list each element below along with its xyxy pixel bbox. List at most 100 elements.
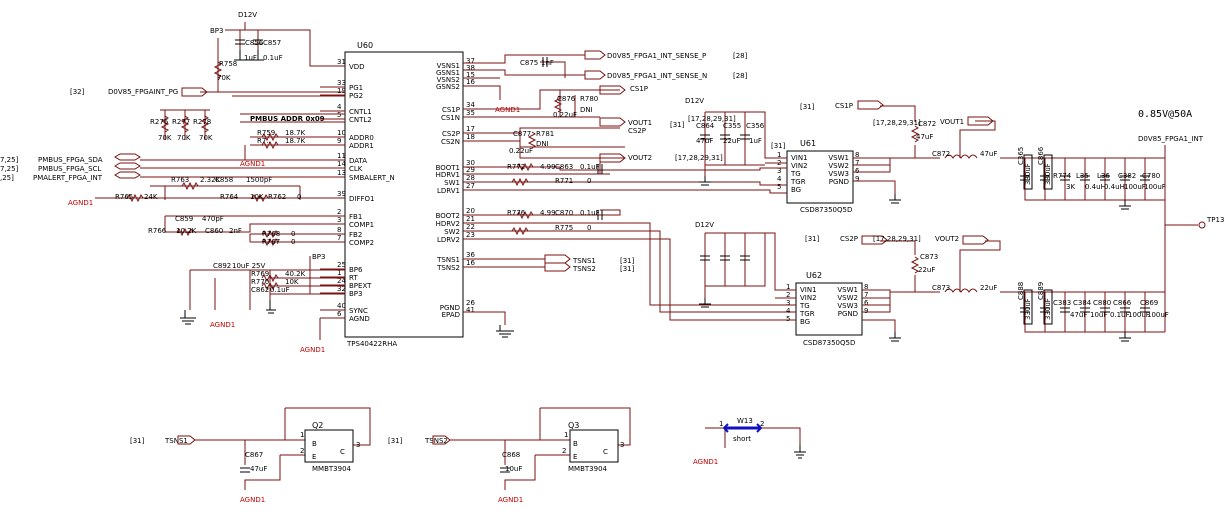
capacitor-symbol	[542, 57, 548, 67]
net-vout2: VOUT2	[628, 154, 652, 162]
q3-c: C	[603, 448, 608, 456]
bulk-capacitor-outline	[1043, 289, 1053, 325]
component-value: 2.32K	[200, 176, 221, 184]
component-value: DNI	[580, 106, 593, 114]
d12v-top-label: D12V	[238, 11, 257, 19]
u60-pin-number: 39	[337, 190, 346, 198]
q2-e: E	[312, 453, 316, 461]
resistor-symbol	[181, 181, 199, 191]
component-value: 10.2K	[176, 227, 197, 235]
component-value: DNI	[536, 140, 549, 148]
u60-pin-name: DATA	[349, 157, 367, 165]
component-value: 1500pF	[246, 176, 272, 184]
ic-u60-body	[344, 51, 464, 338]
ref-pg: [32]	[70, 88, 85, 96]
jumper-w13: W13 short 1 2	[719, 417, 764, 443]
q3-e: E	[573, 453, 577, 461]
ref-tsns2: [31]	[620, 265, 635, 273]
bulk-capacitor-value: 330uF	[1044, 298, 1052, 320]
gnd-u62	[889, 332, 901, 342]
u60-pin-number: 38	[466, 64, 475, 72]
wire-q3-collector	[539, 407, 631, 446]
component-value: 0.1uF	[580, 209, 600, 217]
component-value: 2nF	[229, 227, 242, 235]
vout2-flag	[599, 153, 626, 163]
mos-pin-name: VSW1	[828, 154, 849, 162]
tsns2-flag-q3	[432, 435, 451, 445]
wire-sw1	[463, 181, 787, 186]
wire-cs1p	[463, 89, 620, 110]
ref-tsns1: [31]	[620, 257, 635, 265]
inductors: C872 47uF C873 22uF	[932, 150, 997, 293]
gnd-w13	[794, 445, 806, 459]
capacitor-symbol	[740, 134, 750, 140]
capacitor-symbol	[1100, 307, 1110, 313]
component-value: 0	[297, 193, 301, 201]
mos-pin-number: 9	[864, 307, 868, 315]
bulk-capacitor-ref: C365	[1017, 147, 1025, 165]
bulk-capacitor-value: 330uF	[1024, 298, 1032, 320]
bulk-capacitor-ref: C866	[1037, 146, 1045, 165]
q2-pin2: 2	[300, 447, 304, 455]
resistor-symbol	[261, 132, 279, 142]
component-value: 22uF	[723, 137, 740, 145]
ref-sense-p: [28]	[733, 52, 748, 60]
wire-tsns	[463, 258, 545, 268]
u60-pin-number: 11	[337, 152, 346, 160]
resistor-symbol	[516, 210, 534, 220]
l35-ref: C872	[932, 150, 950, 158]
resistor-symbol	[261, 229, 279, 239]
w13-pin2: 2	[760, 420, 764, 428]
bulk-capacitor-ref: C888	[1017, 282, 1025, 300]
net-cs1p: CS1P	[630, 85, 648, 93]
agnd-sync-label: AGND1	[300, 346, 325, 354]
capacitor-symbol	[720, 255, 730, 261]
u60-pin-name: HDRV2	[436, 220, 460, 228]
capacitor-symbol	[740, 255, 750, 261]
u60-pin-name: COMP2	[349, 239, 374, 247]
u60-pin-number: 35	[466, 109, 475, 117]
component-value: 47uF	[916, 133, 933, 141]
component-ref: R759	[257, 129, 275, 137]
component-ref: C875	[520, 59, 538, 67]
component-ref: C880	[1093, 299, 1111, 307]
u60-pin-name: CLK	[349, 165, 363, 173]
u60-pin-name: FB2	[349, 231, 362, 239]
component-ref: C859	[175, 215, 193, 223]
component-ref: R758	[219, 60, 237, 68]
cs2p-flag-right	[861, 235, 888, 245]
u60-pin-name: ADDR0	[349, 134, 374, 142]
u60-pin-number: 26	[466, 299, 475, 307]
d12v-u61-label: D12V	[685, 97, 704, 105]
component-ref: C860	[205, 227, 223, 235]
mos-pin-name: BG	[800, 318, 810, 326]
ref-u61-multi: [17,28,29,31]	[688, 115, 736, 123]
component-value: 4.99	[540, 209, 556, 217]
component-value: 10K	[250, 193, 264, 201]
ref-r773: [17,28,29,31]	[873, 119, 921, 127]
component-ref: C383	[1053, 299, 1071, 307]
q3-ref: Q3	[568, 421, 579, 430]
net-pmalert: PMALERT_FPGA_INT	[33, 174, 103, 182]
agnd-q3-label: AGND1	[498, 496, 523, 504]
mos-pin-number: 7	[864, 291, 868, 299]
u60-pin-name: GSNS1	[436, 69, 460, 77]
mos-pin-name: TGR	[799, 310, 815, 318]
u60-pin-number: 34	[466, 101, 475, 109]
component-value: 100uF	[1128, 311, 1150, 319]
component-value: 0.1uF	[1110, 311, 1130, 319]
component-ref: C355	[723, 122, 741, 130]
agnd-diffo-label: AGND1	[68, 199, 93, 207]
gnd-out2	[1119, 332, 1131, 342]
wire-bp6-rt	[190, 269, 345, 295]
bulk-capacitor-value: 330uF	[1024, 163, 1032, 185]
mos-pin-number: 3	[777, 167, 781, 175]
mos-pin-number: 9	[855, 175, 859, 183]
component-value: 0.22uF	[509, 147, 533, 155]
component-value: 70K	[158, 134, 172, 142]
mos-pin-number: 8	[855, 151, 859, 159]
inductor-l36	[944, 288, 978, 293]
capacitor-symbol	[1040, 307, 1050, 313]
component-ref: R766	[148, 227, 167, 235]
